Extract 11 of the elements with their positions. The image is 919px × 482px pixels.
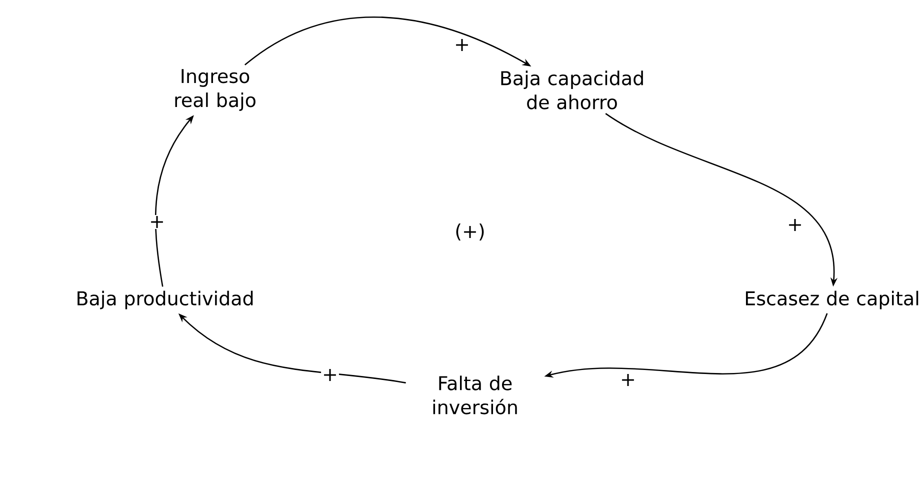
node-label: Falta de inversión — [433, 376, 517, 414]
node-label: Ingreso real bajo — [175, 69, 256, 111]
edge-label: + — [786, 218, 804, 232]
edge-label: + — [148, 215, 166, 229]
loop-sign: (+) — [456, 224, 484, 240]
edge-label: + — [453, 38, 471, 52]
node-label: Baja capacidad de ahorro — [501, 70, 643, 110]
edge-label: + — [321, 368, 339, 382]
node-label: Escasez de capital — [746, 290, 918, 310]
node-label: Baja productividad — [78, 290, 253, 310]
edge-label: + — [619, 373, 637, 387]
